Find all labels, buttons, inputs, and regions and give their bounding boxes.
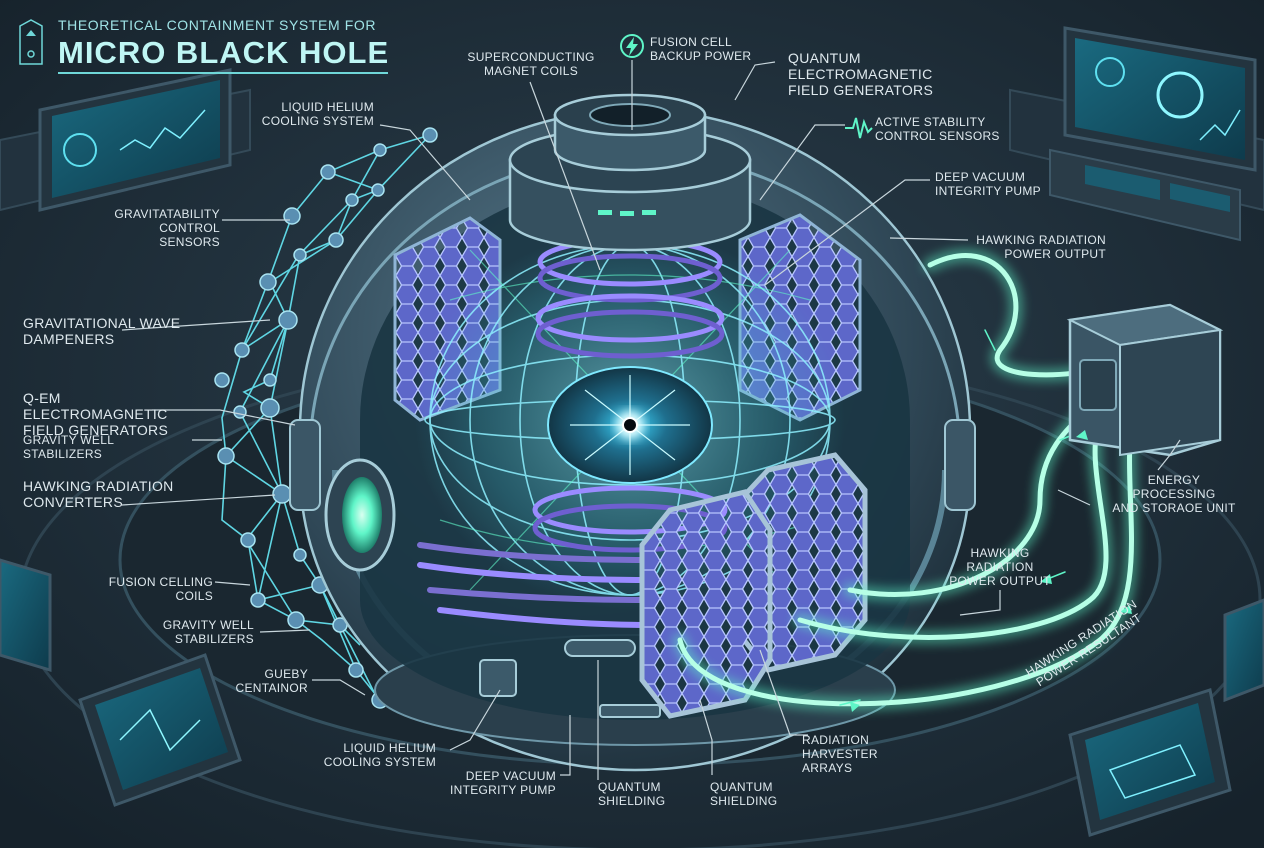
left-edge-monitor bbox=[0, 558, 52, 673]
label-deep-vacuum-pump-top: DEEP VACUUM INTEGRITY PUMP bbox=[935, 170, 1041, 198]
energy-processing-unit-box bbox=[1066, 303, 1224, 457]
label-gravity-well-stabilizers-left: GRAVITY WELL STABILIZERS bbox=[23, 433, 114, 461]
label-superconducting-magnet-coils: SUPERCONDUCTING MAGNET COILS bbox=[467, 50, 595, 78]
right-console bbox=[1049, 148, 1241, 242]
label-gravity-well-stabilizers-lower: GRAVITY WELL STABILIZERS bbox=[162, 618, 254, 646]
lightning-bolt-icon bbox=[620, 34, 644, 58]
label-fusion-cell-backup-power: FUSION CELL BACKUP POWER bbox=[650, 35, 752, 63]
bottom-right-monitor bbox=[1068, 688, 1232, 837]
label-fusion-celling-coils: FUSION CELLING COILS bbox=[108, 575, 213, 603]
right-wall-monitor bbox=[1063, 26, 1257, 172]
label-hawking-power-output-top: HAWKING RADIATION POWER OUTPUT bbox=[976, 233, 1106, 261]
label-energy-processing-unit: ENERGY PROCESSING AND STORAOE UNIT bbox=[1112, 473, 1236, 515]
label-liquid-helium-cooling-bottom: LIQUID HELIUM COOLING SYSTEM bbox=[323, 741, 436, 769]
lattice-nodes bbox=[214, 127, 438, 709]
title-block: THEORETICAL CONTAINMENT SYSTEM FOR MICRO… bbox=[18, 14, 388, 76]
black-hole-core bbox=[547, 366, 713, 484]
side-port bbox=[324, 458, 396, 572]
containment-emblem-icon bbox=[19, 19, 43, 65]
harvester-arrays bbox=[639, 452, 868, 719]
left-wall-monitor bbox=[38, 68, 232, 212]
label-liquid-helium-cooling-top: LIQUID HELIUM COOLING SYSTEM bbox=[261, 100, 374, 128]
leader-lines bbox=[121, 60, 1181, 780]
title-subtitle: THEORETICAL CONTAINMENT SYSTEM FOR bbox=[58, 17, 377, 33]
right-edge-monitor bbox=[1223, 598, 1264, 703]
label-hawking-power-output-right: HAWKING RADIATION POWER OUTPUT bbox=[949, 546, 1051, 588]
label-quantum-shielding-1: QUANTUM SHIELDING bbox=[598, 780, 666, 808]
label-gravitatability-sensors: GRAVITATABILITY CONTROL SENSORS bbox=[114, 207, 220, 249]
label-deep-vacuum-pump-bottom: DEEP VACUUM INTEGRITY PUMP bbox=[450, 769, 556, 797]
page-title: MICRO BLACK HOLE bbox=[58, 35, 390, 70]
label-quantum-em-field-generators: QUANTUM ELECTROMAGNETIC FIELD GENERATORS bbox=[788, 50, 934, 98]
title-underline bbox=[58, 72, 388, 74]
label-quantum-shielding-2: QUANTUM SHIELDING bbox=[710, 780, 778, 808]
label-qem-field-generators: Q-EM ELECTROMAGNETIC FIELD GENERATORS bbox=[23, 390, 169, 438]
flow-arrows bbox=[850, 430, 1132, 712]
waveform-icon bbox=[845, 117, 873, 139]
label-gueby-centainor: GUEBY CENTAINOR bbox=[235, 667, 308, 695]
label-hawking-radiation-converters: HAWKING RADIATION CONVERTERS bbox=[23, 478, 174, 510]
label-active-stability-sensors: ACTIVE STABILITY CONTROL SENSORS bbox=[875, 115, 1000, 143]
label-radiation-harvester-arrays: RADIATION HARVESTER ARRAYS bbox=[802, 733, 878, 775]
top-generator-stack bbox=[508, 93, 752, 252]
bottom-left-monitor bbox=[78, 653, 242, 807]
label-gravitational-wave-dampeners: GRAVITATIONAL WAVE DAMPENERS bbox=[23, 315, 181, 347]
lower-conduits bbox=[417, 542, 661, 718]
